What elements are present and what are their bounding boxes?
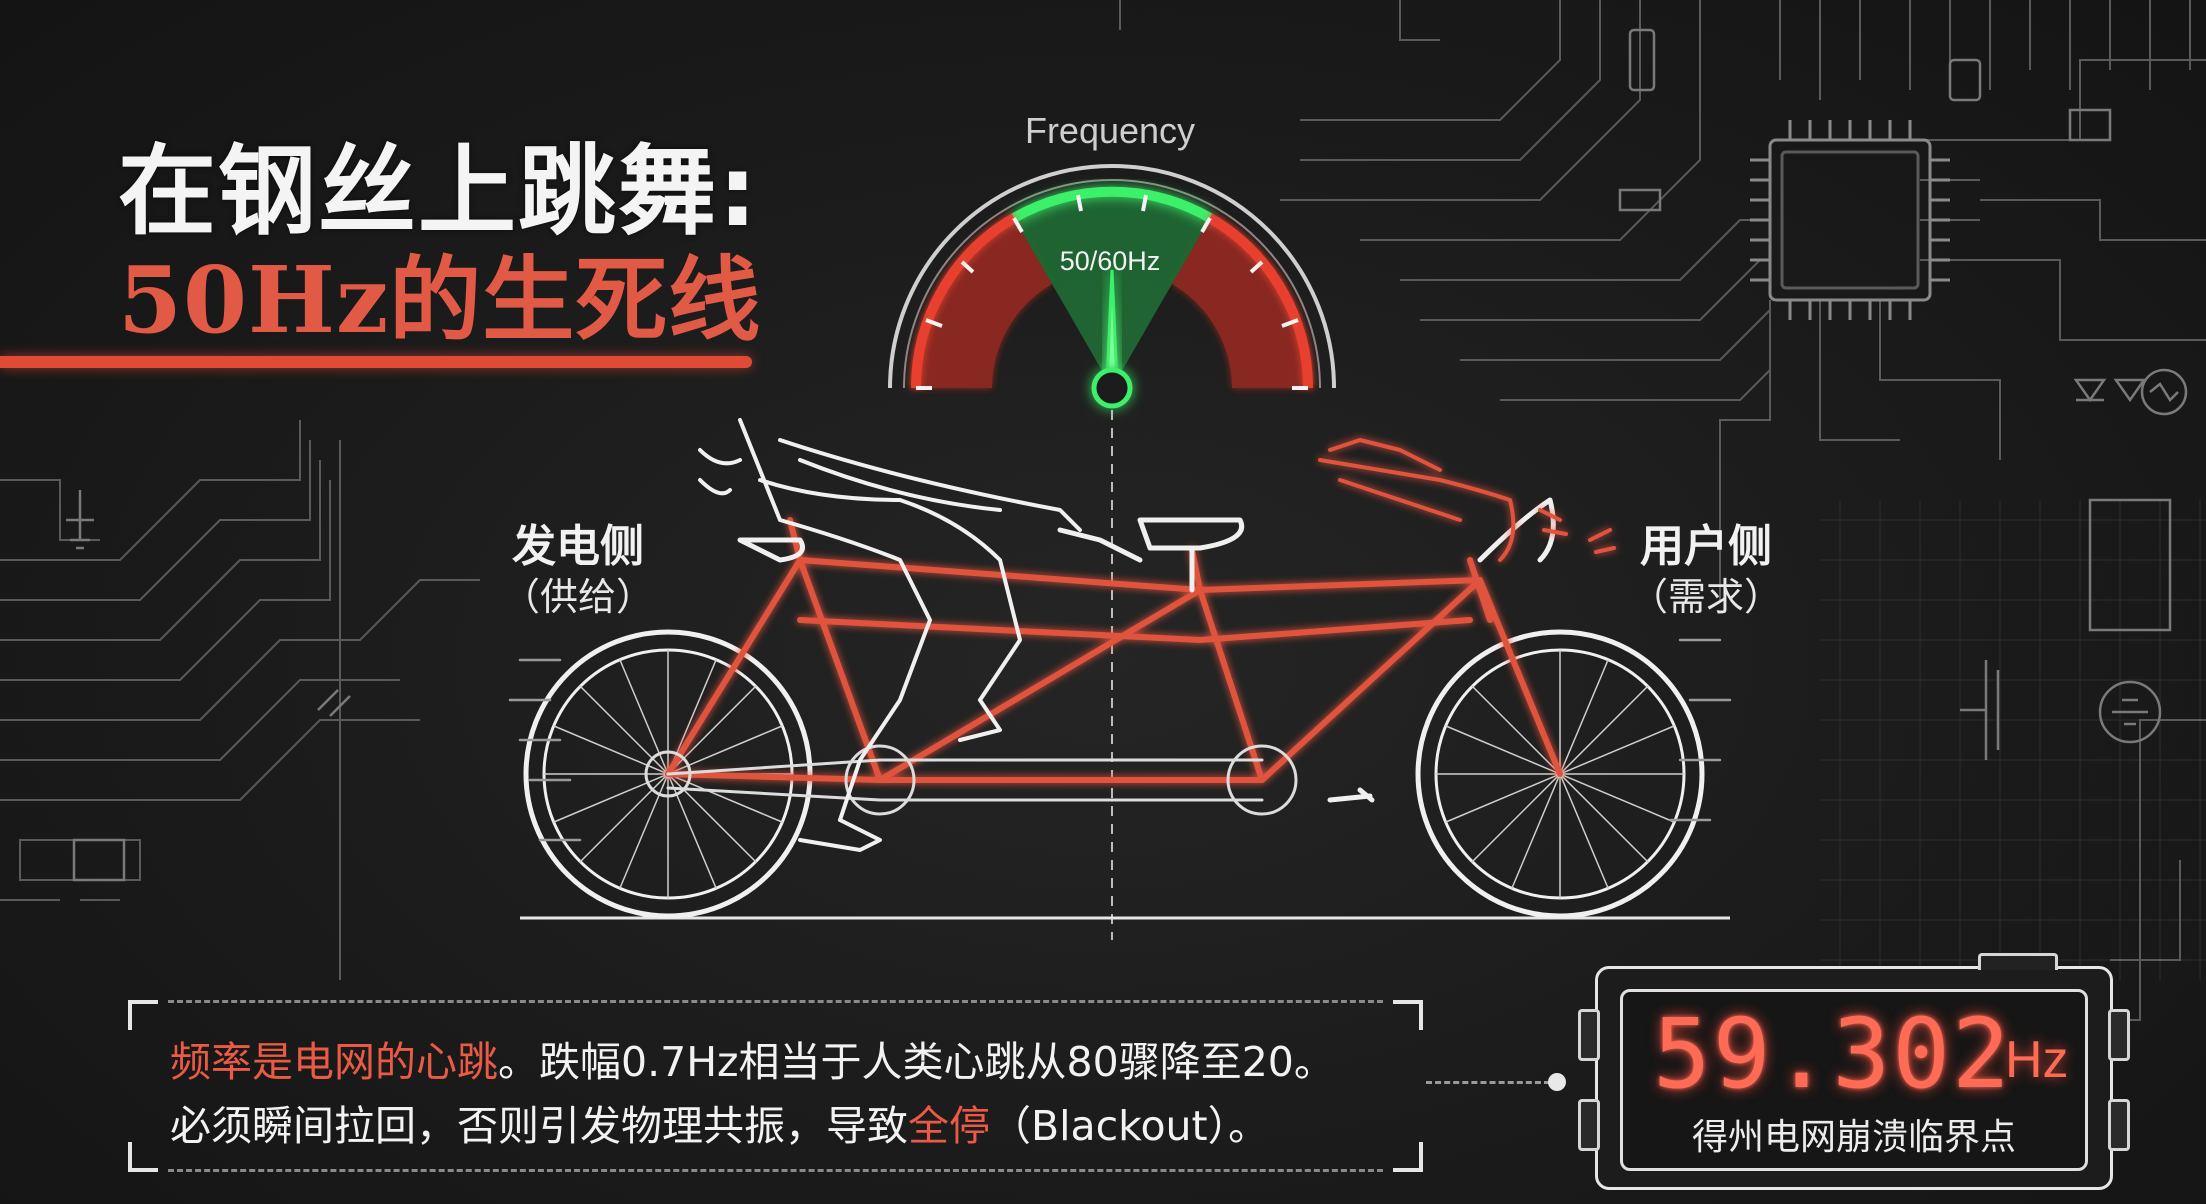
meter-unit: Hz — [2005, 1031, 2069, 1089]
chip-icon — [1750, 120, 1950, 320]
meter-connector-line — [1426, 1081, 1550, 1084]
info-panel-border — [168, 1000, 1383, 1003]
frequency-gauge — [888, 164, 1336, 409]
meter-knob — [2108, 1009, 2130, 1061]
tandem-bicycle — [508, 418, 1732, 919]
frequency-meter: 59.302 Hz 得州电网崩溃临界点 — [1578, 953, 2130, 1190]
info-panel-text: 频率是电网的心跳。跌幅0.7Hz相当于人类心跳从80骤降至20。 必须瞬间拉回，… — [170, 1030, 1400, 1158]
meter-display: 59.302 Hz 得州电网崩溃临界点 — [1620, 989, 2088, 1171]
grid-pattern — [1820, 500, 2206, 980]
info-text-segment: （Blackout）。 — [990, 1102, 1270, 1150]
meter-reading: 59.302 — [1653, 998, 2012, 1110]
info-line-1: 频率是电网的心跳。跌幅0.7Hz相当于人类心跳从80骤降至20。 — [170, 1030, 1400, 1094]
info-text-segment: 必须瞬间拉回，否则引发物理共振，导致 — [170, 1102, 908, 1150]
info-highlight: 电网的心跳 — [293, 1038, 498, 1086]
info-highlight: 频率是 — [170, 1038, 293, 1086]
generator-side-subtitle: （供给） — [501, 575, 654, 619]
meter-top-tab — [1978, 953, 2058, 970]
gauge-label: Frequency — [1024, 110, 1196, 151]
meter-knob — [1578, 1009, 1600, 1061]
corner-bracket — [1393, 1142, 1423, 1172]
user-side-title: 用户侧 — [1640, 521, 1772, 572]
gauge-center-label: 50/60Hz — [1059, 246, 1161, 276]
headline-line-1: 在钢丝上跳舞: — [118, 135, 760, 249]
info-panel: 频率是电网的心跳。跌幅0.7Hz相当于人类心跳从80骤降至20。 必须瞬间拉回，… — [128, 1000, 1423, 1172]
user-side-subtitle: （需求） — [1629, 575, 1782, 619]
corner-bracket — [128, 1000, 158, 1030]
headline-underline — [0, 356, 752, 368]
info-line-2: 必须瞬间拉回，否则引发物理共振，导致全停（Blackout）。 — [170, 1094, 1400, 1158]
circuit-components — [66, 28, 2188, 882]
meter-knob — [2108, 1099, 2130, 1151]
meter-knob — [1578, 1099, 1600, 1151]
meter-connector-dot — [1548, 1073, 1566, 1091]
headline-line-2: 50Hz的生死线 — [118, 246, 762, 354]
info-panel-border — [168, 1169, 1383, 1172]
circuit-traces — [0, 0, 2206, 1101]
meter-caption: 得州电网崩溃临界点 — [1691, 1117, 2016, 1158]
generator-side-title: 发电侧 — [512, 521, 644, 572]
corner-bracket — [1393, 1000, 1423, 1030]
info-highlight: 全停 — [908, 1102, 990, 1150]
corner-bracket — [128, 1142, 158, 1172]
info-text-segment: 。跌幅0.7Hz相当于人类心跳从80骤降至20。 — [498, 1038, 1335, 1086]
